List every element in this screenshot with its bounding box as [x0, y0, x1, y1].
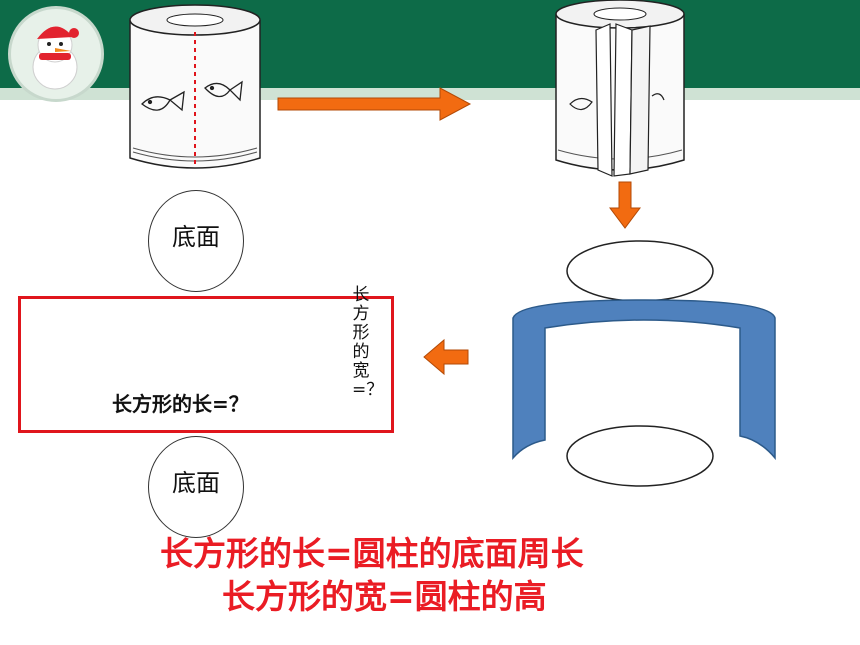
- base-circle-top-label: 底面: [172, 223, 220, 251]
- base-ellipse-bottom: [566, 425, 714, 487]
- rect-length-label: 长方形的长=？: [112, 392, 249, 416]
- open-cylinder: [512, 299, 776, 461]
- base-circle-bottom-label: 底面: [172, 469, 220, 497]
- snowman-logo: [8, 6, 104, 102]
- unrolled-rectangle: [18, 296, 394, 433]
- arrow-left: [423, 338, 469, 376]
- cylinder-with-cut-line: [129, 4, 261, 169]
- fish-icon: [141, 80, 243, 112]
- formula-width: 长方形的宽=圆柱的高: [222, 577, 547, 616]
- arrow-down: [609, 181, 641, 229]
- base-circle-bottom: 底面: [148, 436, 244, 538]
- cylinder-unrolling: [555, 0, 685, 177]
- arrow-right: [277, 87, 472, 121]
- base-circle-top: 底面: [148, 190, 244, 292]
- formula-length: 长方形的长=圆柱的底面周长: [160, 534, 584, 573]
- base-ellipse-top: [566, 240, 714, 302]
- rect-width-label: 长方形的宽=？: [352, 285, 384, 400]
- snowman-icon: [32, 26, 79, 90]
